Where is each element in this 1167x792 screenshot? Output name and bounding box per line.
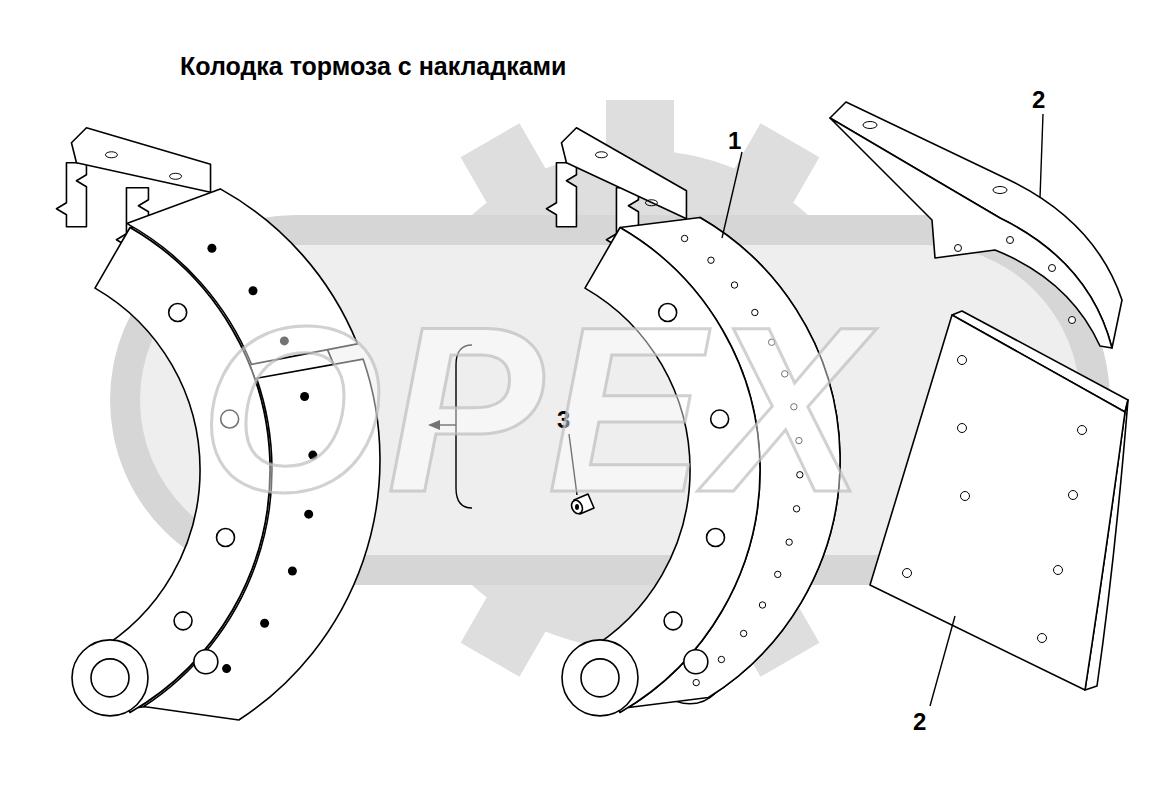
leader-line: [722, 152, 742, 238]
eye: [72, 640, 148, 716]
plate-hole: [170, 173, 182, 179]
top-plate: [561, 128, 686, 219]
eye-hole: [581, 659, 619, 697]
plate-hole: [105, 152, 117, 158]
pad-hole: [958, 424, 967, 433]
plate-hole: [645, 200, 657, 206]
web-hole: [169, 304, 187, 322]
rivet-hole: [759, 602, 765, 608]
web-hole: [217, 529, 235, 547]
web-hole: [707, 529, 725, 547]
rivet-hole: [731, 282, 737, 288]
rivet: [222, 664, 231, 673]
eye-hole: [91, 659, 129, 697]
lining-pad-edge: [830, 102, 1122, 348]
eye: [562, 640, 638, 716]
pad-hole: [1078, 426, 1087, 435]
rivet: [260, 619, 269, 628]
tab: [546, 163, 576, 227]
pad-hole: [1049, 265, 1056, 272]
rivet-hole: [740, 630, 746, 636]
pad-hole: [958, 356, 967, 365]
linings: [830, 102, 1128, 690]
web-hole: [664, 612, 682, 630]
callout-number: 2: [913, 708, 926, 736]
title: Колодка тормоза с накладками: [180, 52, 566, 81]
pad-hole: [1069, 491, 1078, 500]
rivet: [207, 244, 216, 253]
pad-hole: [993, 187, 1007, 194]
leader-line: [930, 616, 955, 706]
lining-pad: [870, 315, 1125, 690]
plate-hole: [595, 152, 607, 158]
callout-number: 2: [1032, 86, 1045, 114]
pad-hole: [1054, 566, 1063, 575]
tab: [56, 163, 86, 227]
eye-hole: [684, 650, 708, 674]
rivet-hole: [681, 235, 687, 241]
web-hole: [174, 612, 192, 630]
callout-number: 1: [728, 127, 741, 155]
pad-hole: [863, 122, 877, 129]
pad-hole: [961, 492, 970, 501]
top-plate: [71, 128, 210, 193]
pad-hole: [1038, 634, 1047, 643]
leader-line: [1040, 114, 1043, 198]
watermark: OPEX: [200, 292, 869, 527]
eye-hole: [194, 650, 218, 674]
pad-hole: [955, 245, 962, 252]
pad-hole: [1007, 237, 1014, 244]
rivet: [288, 567, 297, 576]
rivet-hole: [693, 679, 699, 685]
rivet-hole: [708, 257, 714, 263]
rivet-hole: [718, 656, 724, 662]
pad-hole: [903, 569, 912, 578]
rivet-hole: [775, 571, 781, 577]
rivet-hole: [786, 539, 792, 545]
lining-pad: [830, 118, 1112, 348]
pad-hole: [1069, 317, 1076, 324]
